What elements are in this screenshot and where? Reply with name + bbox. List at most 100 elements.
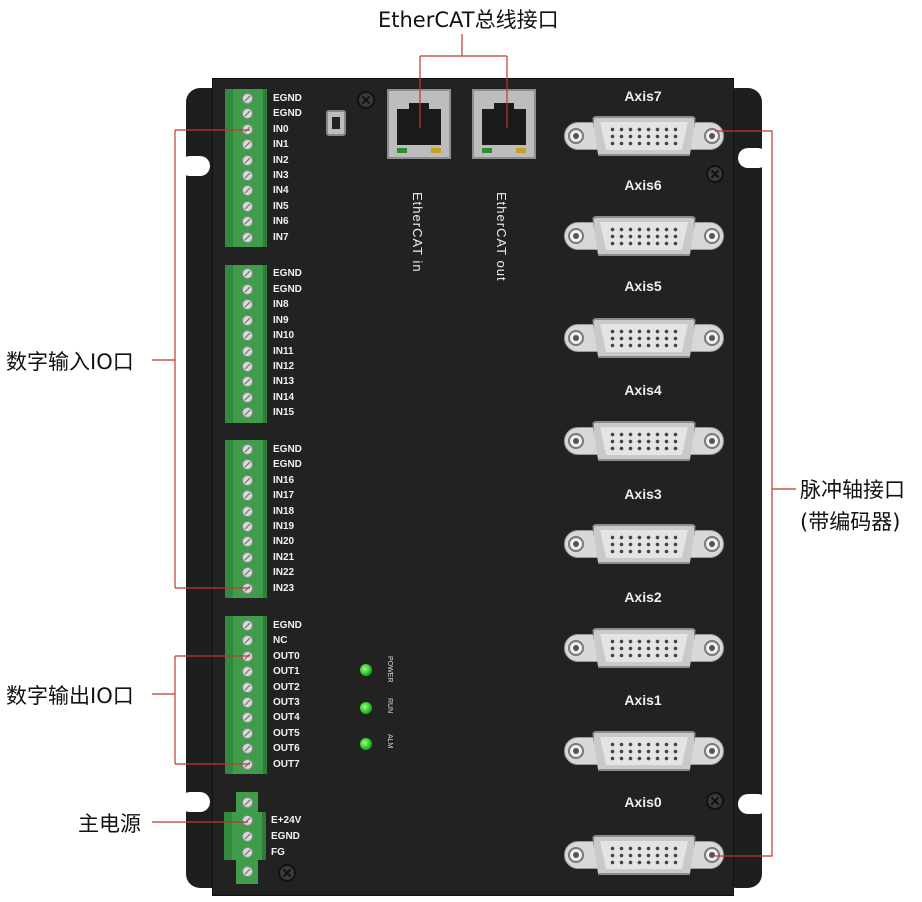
terminal-screw-icon [242,712,253,723]
db-connector-icon [564,731,724,771]
terminal-screw-icon [242,185,253,196]
pin-label: IN22 [273,567,295,578]
db-connector-icon [564,421,724,461]
ethercat-out-label: EtherCAT out [494,192,509,282]
led-label: POWER [386,656,393,683]
terminal-screw-icon [242,459,253,470]
pin-label: OUT1 [273,666,300,677]
left-mount-slot-top [180,156,210,176]
terminal-screw-icon [242,831,253,842]
db-connector-icon [564,835,724,875]
ethercat-in-port [387,89,451,159]
pin-label: E+24V [271,815,302,826]
pin-label: IN19 [273,521,295,532]
db-connector-icon [564,116,724,156]
led-label: RUN [386,698,393,714]
ethercat-in-label: EtherCAT in [410,192,425,273]
terminal-screw-icon [242,330,253,341]
terminal-screw-icon [242,506,253,517]
terminal-screw-icon [242,444,253,455]
ethercat-callout: EtherCAT总线接口 [378,8,559,32]
terminal-screw-icon [242,475,253,486]
pin-label: IN2 [273,155,289,166]
terminal-screw-icon [242,490,253,501]
led-label: ALM [386,734,393,749]
axis-label: Axis0 [624,794,662,810]
terminal-screw-icon [242,728,253,739]
pin-label: IN17 [273,490,295,501]
terminal-screw-icon [242,268,253,279]
axis-label: Axis3 [624,486,662,502]
pin-label: EGND [273,268,302,279]
terminal-screw-icon [242,866,253,877]
digital-input-callout: 数字输入IO口 [6,350,134,374]
terminal-screw-icon [242,536,253,547]
pin-label: OUT5 [273,728,300,739]
pin-label: IN9 [273,315,289,326]
pin-label: EGND [273,620,302,631]
mounting-screw-icon [706,792,724,810]
right-mount-slot-top [738,148,768,168]
db-connector-icon [564,524,724,564]
usb-port-icon [326,110,346,136]
terminal-screw-icon [242,376,253,387]
digital-output-callout: 数字输出IO口 [6,684,134,708]
terminal-screw-icon [242,620,253,631]
pin-label: OUT7 [273,759,300,770]
pin-label: IN21 [273,552,295,563]
pin-label: OUT0 [273,651,300,662]
pin-label: IN16 [273,475,295,486]
pin-label: IN4 [273,185,289,196]
terminal-screw-icon [242,635,253,646]
terminal-screw-icon [242,93,253,104]
pin-label: IN6 [273,216,289,227]
pin-label: EGND [273,93,302,104]
pin-label: EGND [273,459,302,470]
ethercat-out-port [472,89,536,159]
db-connector-icon [564,318,724,358]
axis-label: Axis5 [624,278,662,294]
terminal-screw-icon [242,552,253,563]
terminal-screw-icon [242,216,253,227]
pin-label: OUT2 [273,682,300,693]
mounting-screw-icon [357,91,375,109]
pin-label: IN20 [273,536,295,547]
pin-label: IN11 [273,346,294,357]
pin-label: OUT4 [273,712,300,723]
pin-label: EGND [271,831,300,842]
terminal-screw-icon [242,847,253,858]
pin-label: IN18 [273,506,295,517]
pin-label: OUT6 [273,743,300,754]
pin-label: IN12 [273,361,295,372]
mounting-screw-icon [706,165,724,183]
pin-label: IN23 [273,583,295,594]
left-mount-slot-bottom [180,792,210,812]
terminal-screw-icon [242,299,253,310]
db-connector-icon [564,216,724,256]
pin-label: IN3 [273,170,289,181]
terminal-screw-icon [242,697,253,708]
terminal-screw-icon [242,407,253,418]
terminal-screw-icon [242,682,253,693]
alm-led-icon [360,738,372,750]
terminal-screw-icon [242,521,253,532]
axis-label: Axis4 [624,382,662,398]
power-led-icon [360,664,372,676]
pin-label: NC [273,635,288,646]
axis-label: Axis1 [624,692,662,708]
pin-label: IN8 [273,299,289,310]
terminal-screw-icon [242,201,253,212]
right-mount-slot-bottom [738,794,768,814]
terminal-screw-icon [242,797,253,808]
mounting-screw-icon [278,864,296,882]
pin-label: IN5 [273,201,289,212]
pin-label: EGND [273,108,302,119]
pin-label: EGND [273,444,302,455]
axis-label: Axis6 [624,177,662,193]
pin-label: IN7 [273,232,289,243]
pin-label: IN15 [273,407,295,418]
pin-label: OUT3 [273,697,300,708]
terminal-screw-icon [242,284,253,295]
terminal-screw-icon [242,170,253,181]
